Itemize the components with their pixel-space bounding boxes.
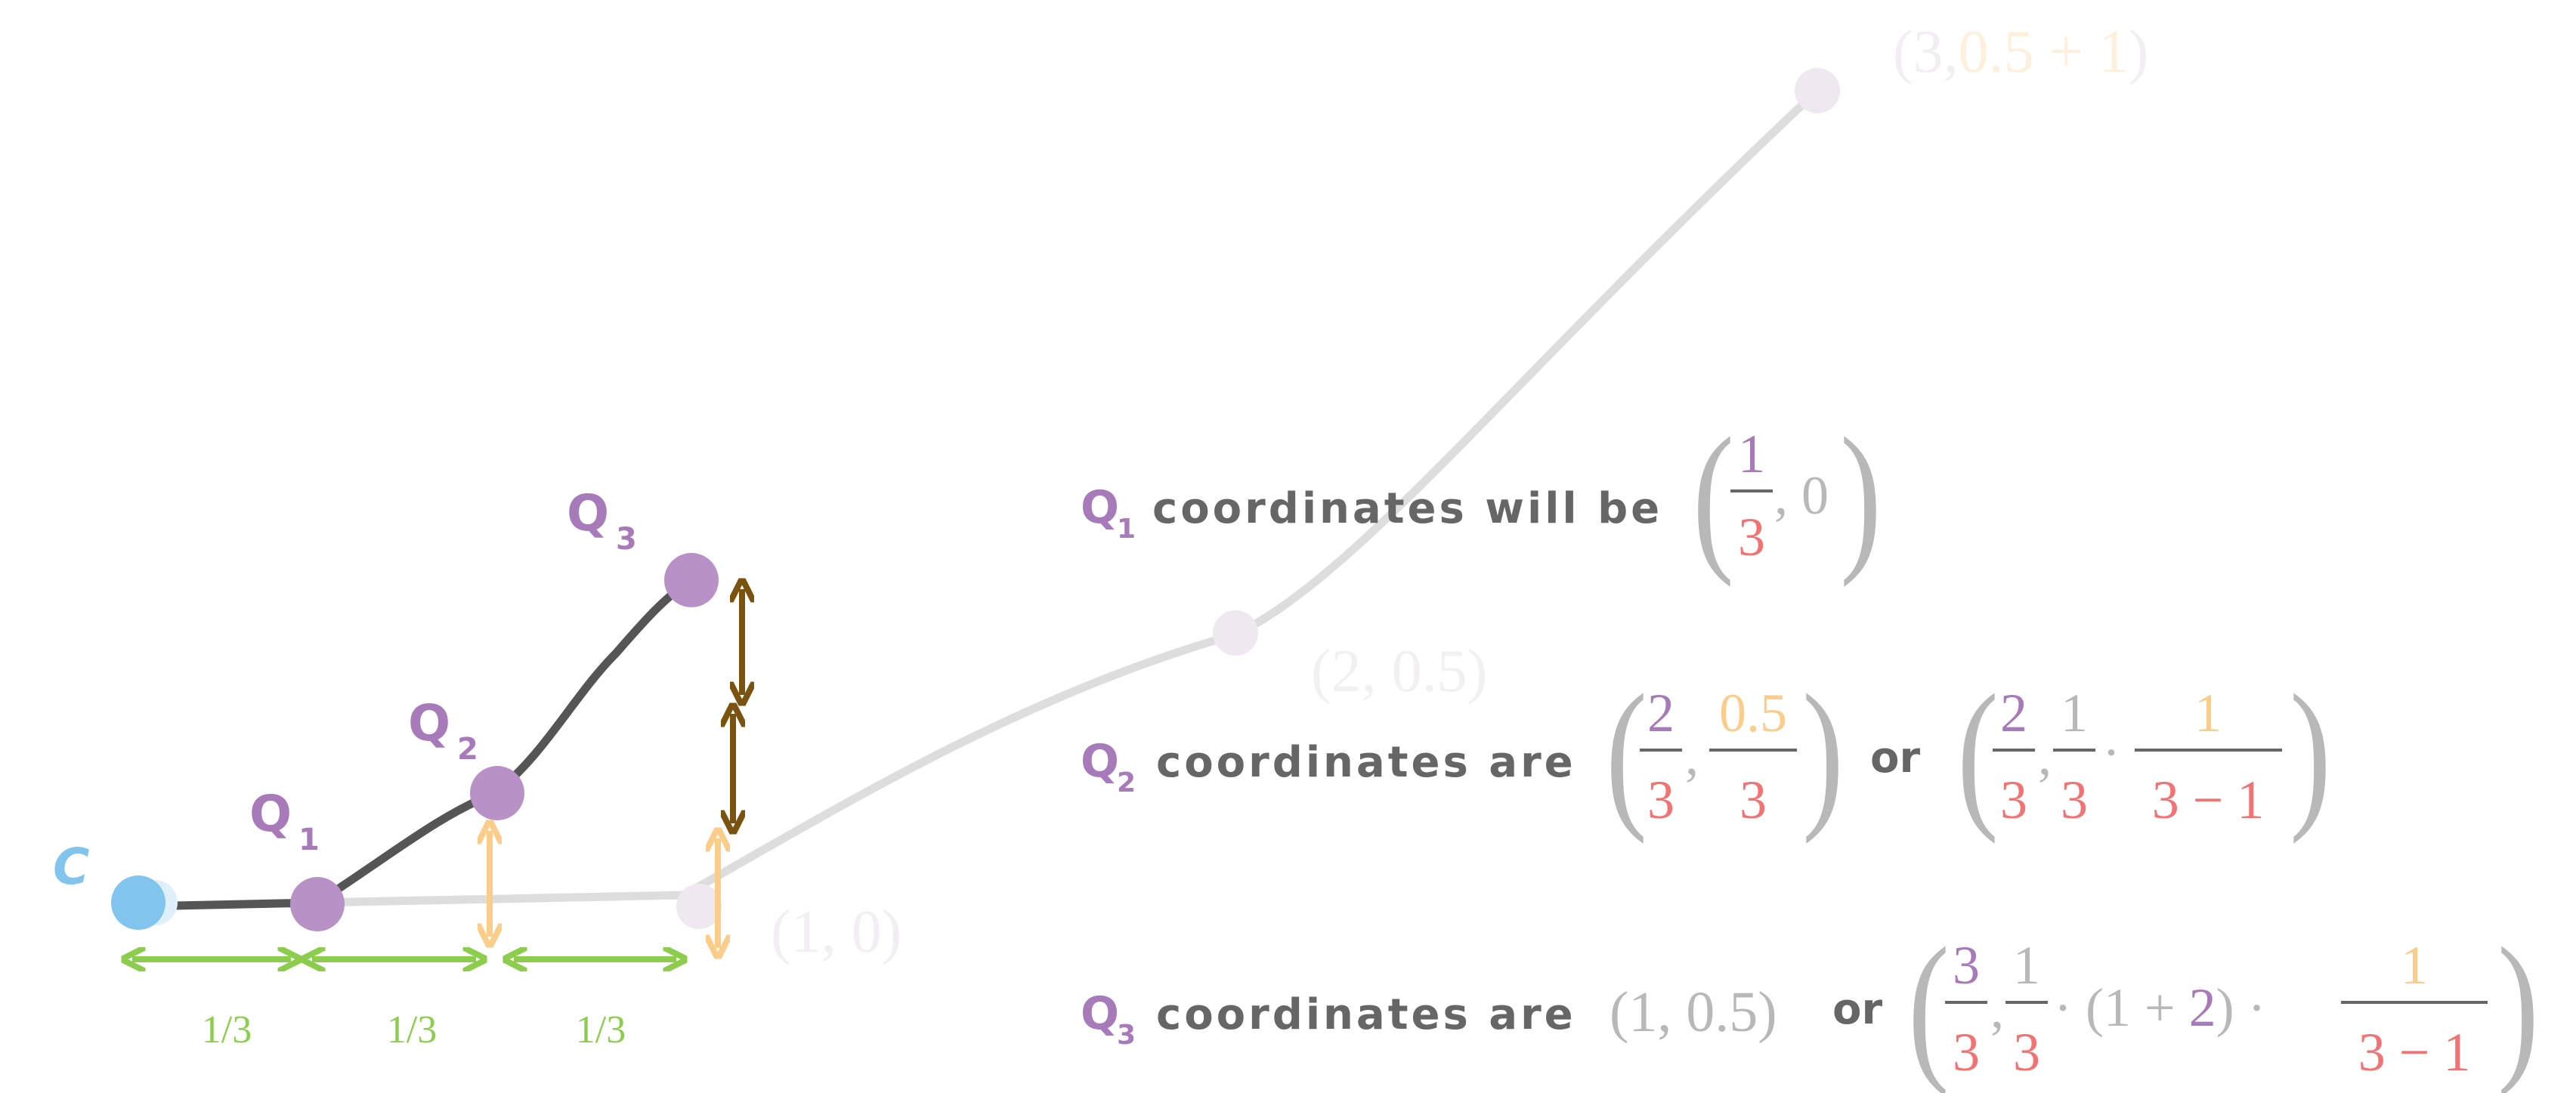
point-q1 <box>290 877 345 931</box>
dark-curve <box>134 576 696 911</box>
row-q3-b-num1: 3 <box>1953 935 1980 996</box>
label-seg1: 1/3 <box>202 1008 252 1051</box>
row-q2-a-comma: , <box>1685 726 1699 786</box>
row-q2-b-comma: , <box>2038 726 2052 786</box>
label-q3-sub: 3 <box>616 522 637 557</box>
label-q2-sub: 2 <box>457 732 478 767</box>
label-coord-3: (3,0.5 + 1) <box>1893 19 2148 85</box>
coord-3-mid: 0.5 + 1 <box>1959 19 2129 85</box>
row-q3-b-num3: 1 <box>2401 935 2428 996</box>
row-q1-sub: 1 <box>1117 514 1136 545</box>
row-q1-den1: 3 <box>1738 507 1765 567</box>
row-q2-b-num2: 1 <box>2061 683 2088 743</box>
row-q3-a: (1, 0.5) <box>1610 980 1777 1044</box>
label-q1-sub: 1 <box>298 823 320 857</box>
row-q2-b-den3: 3 − 1 <box>2152 770 2265 830</box>
row-q2-a-den2: 3 <box>1739 770 1767 830</box>
row-q2-b-den2: 3 <box>2061 770 2088 830</box>
coord-3-close: ) <box>2129 19 2149 85</box>
row-q3-b-den3: 3 − 1 <box>2358 1022 2471 1082</box>
row-q2-b-num3: 1 <box>2194 683 2222 743</box>
row-q2-or: or <box>1870 733 1920 783</box>
row-q3-b-den2: 3 <box>2013 1022 2040 1082</box>
label-seg2: 1/3 <box>387 1008 437 1051</box>
label-q2: Q <box>408 694 450 752</box>
row-q1-text: coordinates will be <box>1152 484 1662 533</box>
point-q3 <box>664 553 719 607</box>
row-q2-a-paren-close: ) <box>1802 661 1844 844</box>
label-q1: Q <box>249 785 292 843</box>
point-3-15 <box>1795 68 1840 113</box>
row-q3-b-comma: , <box>1990 979 2004 1039</box>
coord-3-open: (3, <box>1893 19 1959 85</box>
row-q2-a-num2: 0.5 <box>1719 683 1787 743</box>
row-q3: Q 3 coordinates are (1, 0.5) or ( 3 3 , … <box>1081 914 2539 1093</box>
row-q3-b-paren-close: ) <box>2497 914 2539 1093</box>
row-q1-letter: Q <box>1081 481 1119 534</box>
point-2-05 <box>1213 610 1258 656</box>
row-q2-b-dot: · <box>2102 722 2120 783</box>
row-q2-b-paren-close: ) <box>2290 661 2331 844</box>
row-q1: Q 1 coordinates will be ( 1 3 , 0 ) <box>1081 404 1882 588</box>
row-q2-sub: 2 <box>1117 767 1136 798</box>
row-q1-second: , 0 <box>1774 465 1829 526</box>
row-q2-b-num1: 2 <box>2000 683 2027 743</box>
row-q2-b-den1: 3 <box>2000 770 2027 830</box>
row-q3-b-paren-open: ( <box>1908 914 1950 1093</box>
row-q3-b-mid-close: ) · <box>2216 977 2266 1038</box>
point-c <box>111 875 165 930</box>
row-q2-a-den1: 3 <box>1647 770 1675 830</box>
row-q2: Q 2 coordinates are ( 2 3 , 0.5 3 ) or (… <box>1081 661 2331 844</box>
row-q2-text: coordinates are <box>1156 738 1576 787</box>
row-q2-b-paren-open: ( <box>1957 661 1999 844</box>
row-q3-b-den1: 3 <box>1953 1022 1980 1082</box>
row-q3-b-mid-open: · (1 + <box>2054 977 2176 1038</box>
row-q2-a-paren-open: ( <box>1606 661 1647 844</box>
row-q2-a-num1: 2 <box>1647 683 1675 743</box>
label-coord-2-05: (2, 0.5) <box>1311 638 1487 705</box>
row-q3-b-mid-two: 2 <box>2189 977 2216 1038</box>
label-q3: Q <box>567 484 609 542</box>
label-coord-1-0: (1, 0) <box>771 899 901 965</box>
row-q3-letter: Q <box>1081 987 1119 1040</box>
row-q2-letter: Q <box>1081 735 1119 788</box>
row-q3-sub: 3 <box>1117 1020 1136 1051</box>
row-q3-or: or <box>1832 985 1882 1034</box>
row-q3-text: coordinates are <box>1156 990 1576 1039</box>
row-q3-b-num2: 1 <box>2013 935 2040 996</box>
label-seg3: 1/3 <box>576 1008 626 1051</box>
row-q1-paren-close: ) <box>1840 404 1882 588</box>
row-q1-paren-open: ( <box>1693 404 1734 588</box>
point-q2 <box>470 766 524 820</box>
row-q1-num1: 1 <box>1738 424 1765 484</box>
label-c: C <box>53 838 89 896</box>
row-q3-b-mid: · (1 + 2) · <box>2054 977 2266 1038</box>
